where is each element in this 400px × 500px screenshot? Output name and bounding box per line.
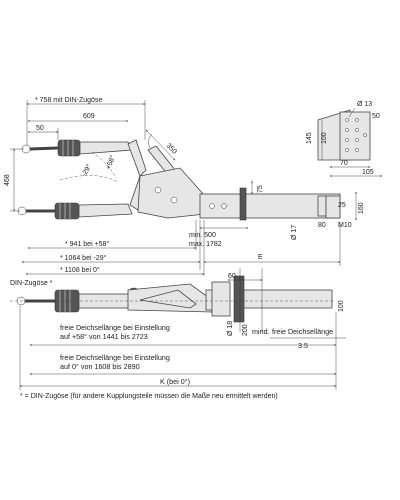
side-brake-lever — [139, 289, 197, 309]
coupling-housing — [137, 167, 206, 219]
side-drawbar-tube — [243, 289, 333, 309]
dim-1108-label: * 1108 bei 0° — [60, 266, 100, 274]
flange-detail: Ø 13 145 100 50 70 105 — [306, 101, 383, 177]
dim-200-label: 200 — [242, 324, 249, 336]
side-flange — [233, 275, 245, 323]
dim-1064-label: * 1064 bei -29° — [60, 254, 107, 262]
dim-50b-label: 50 — [372, 113, 380, 120]
dim-105-label: 105 — [362, 169, 374, 176]
dim-350-label: 350 — [165, 142, 178, 155]
dim-d18-label: Ø 18 — [227, 321, 234, 336]
free-length-1-line2: auf +58° von 1441 bis 2723 — [60, 332, 148, 341]
side-dimensions: DIN-Zugöse * 60 200 Ø 18 100 freie Deich… — [10, 268, 346, 390]
dim-d13-label: Ø 13 — [357, 101, 372, 108]
dim-60-label: 60 — [228, 273, 236, 280]
dim-941-label: * 941 bei +58° — [65, 240, 109, 248]
top-bellows-upper — [57, 139, 81, 157]
mind-text: freie Deichsellänge — [272, 327, 333, 336]
side-drawbar-assembly — [10, 275, 335, 323]
din-zugoese-label: DIN-Zugöse * — [10, 280, 53, 287]
top-bellows-lower — [54, 202, 80, 220]
upper-drawbar — [79, 141, 133, 155]
dim-K-label: K (bei 0°) — [160, 377, 190, 386]
mind-label: mind. — [252, 327, 270, 336]
dim-M10-label: M10 — [338, 222, 352, 229]
dim-160-label: 160 — [358, 202, 365, 214]
dim-758-label: * 758 mit DIN-Zugöse — [35, 97, 102, 104]
dim-100b-label: 100 — [338, 300, 345, 312]
dim-100a-label: 100 — [321, 132, 328, 144]
free-length-2-line2: auf 0° von 1608 bis 2890 — [60, 362, 140, 371]
free-length-1-line1: freie Deichsellänge bei Einstellung — [60, 323, 170, 332]
dim-max-label: max. 1782 — [189, 241, 222, 248]
mind-value: 3.5 — [298, 341, 308, 350]
dim-25-label: 25 — [338, 202, 346, 209]
free-length-2-line1: freie Deichsellänge bei Einstellung — [60, 353, 170, 362]
dim-145-label: 145 — [306, 132, 313, 144]
pivot-arm-upper — [127, 139, 147, 177]
lower-drawbar — [78, 203, 133, 218]
dim-609-label: 609 — [83, 113, 95, 120]
dim-E-label: E — [258, 254, 263, 261]
top-drawbar-assembly — [17, 133, 341, 221]
dim-d17-label: Ø 17 — [291, 225, 298, 240]
top-dimensions: * 758 mit DIN-Zugöse 609 50 468 -29° +58… — [4, 97, 365, 276]
dim-58deg-label: +58° — [104, 154, 117, 171]
dim-75-label: 75 — [257, 185, 264, 193]
dim-min-label: min. 500 — [189, 232, 216, 239]
dim-50-label: 50 — [36, 125, 44, 132]
footnote: * = DIN-Zugöse (für andere Kupplungsteil… — [20, 393, 278, 400]
dim-468-label: 468 — [4, 174, 11, 186]
dim-70-label: 70 — [340, 160, 348, 167]
dim-80-label: 80 — [318, 222, 326, 229]
